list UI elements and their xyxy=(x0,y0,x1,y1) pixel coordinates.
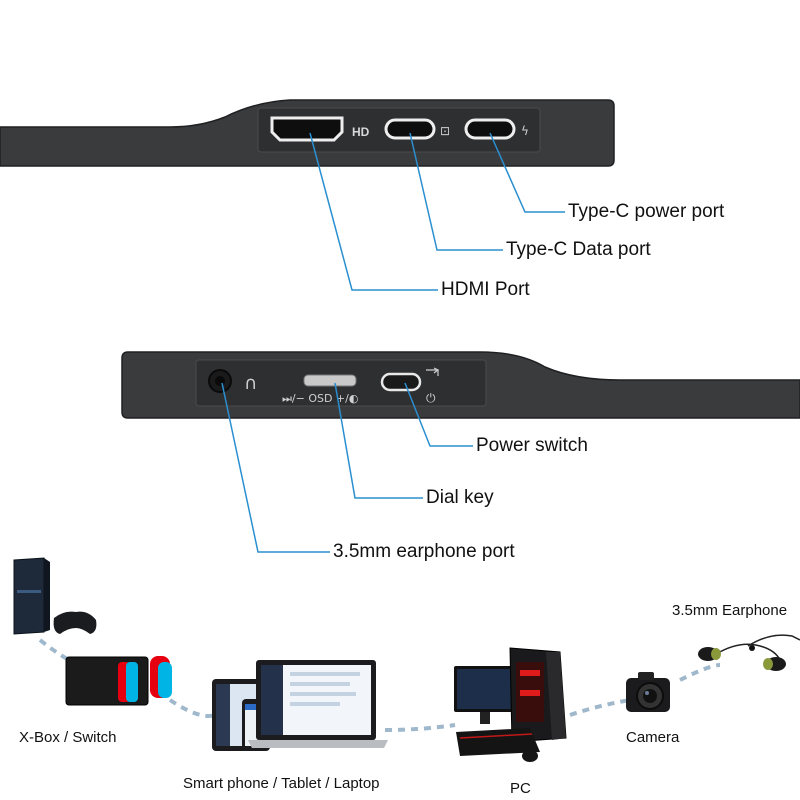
callout-line-hdmi-port xyxy=(309,132,438,291)
label-type-c-data-port: Type-C Data port xyxy=(506,239,651,260)
data-port-mark: ⊡ xyxy=(440,124,450,138)
link-switch-to-phone xyxy=(168,698,216,718)
link-camera-to-earphone xyxy=(679,663,721,682)
label-earphone: 3.5mm Earphone xyxy=(672,602,788,619)
dial-key xyxy=(303,374,357,387)
callout-line-power-switch xyxy=(404,382,473,447)
callout-line-power-port xyxy=(489,132,565,213)
hdmi-port xyxy=(270,116,344,142)
laptop-icon xyxy=(248,660,388,748)
callout-line-dial-key xyxy=(334,382,423,499)
power-switch-glyph xyxy=(426,367,440,376)
game-console-icon xyxy=(13,557,97,635)
power-switch-mark: ⏻ xyxy=(426,391,436,405)
label-phone-tablet-laptop: Smart phone / Tablet / Laptop xyxy=(183,775,380,792)
type-c-power-port xyxy=(464,118,516,140)
earphone-icon xyxy=(698,634,800,671)
callout-lines-bottom xyxy=(221,382,473,553)
pc-icon xyxy=(454,647,567,762)
label-camera: Camera xyxy=(626,729,680,746)
camera-icon xyxy=(626,672,670,712)
label-type-c-power-port: Type-C power port xyxy=(568,201,725,222)
power-switch xyxy=(380,372,422,392)
audio-mark: ∩ xyxy=(244,373,257,394)
type-c-data-port xyxy=(384,118,436,140)
callout-lines-top xyxy=(309,132,565,291)
link-pc-to-camera xyxy=(569,698,631,717)
label-earphone-port: 3.5mm earphone port xyxy=(333,541,515,562)
power-port-mark: ϟ xyxy=(521,124,529,138)
callout-line-data-port xyxy=(409,132,503,251)
link-laptop-to-pc xyxy=(384,723,456,732)
hdmi-mark: HD xyxy=(352,125,370,139)
label-power-switch: Power switch xyxy=(476,435,588,456)
earphone-jack xyxy=(208,369,232,393)
label-hdmi-port: HDMI Port xyxy=(441,279,530,300)
dial-key-mark: ⏭/− OSD +/◐ xyxy=(282,392,358,405)
label-pc: PC xyxy=(510,780,531,797)
label-dial-key: Dial key xyxy=(426,487,494,508)
label-xbox-switch: X-Box / Switch xyxy=(19,729,117,746)
nintendo-switch-icon xyxy=(65,656,172,706)
callout-line-earphone-port xyxy=(221,382,330,553)
